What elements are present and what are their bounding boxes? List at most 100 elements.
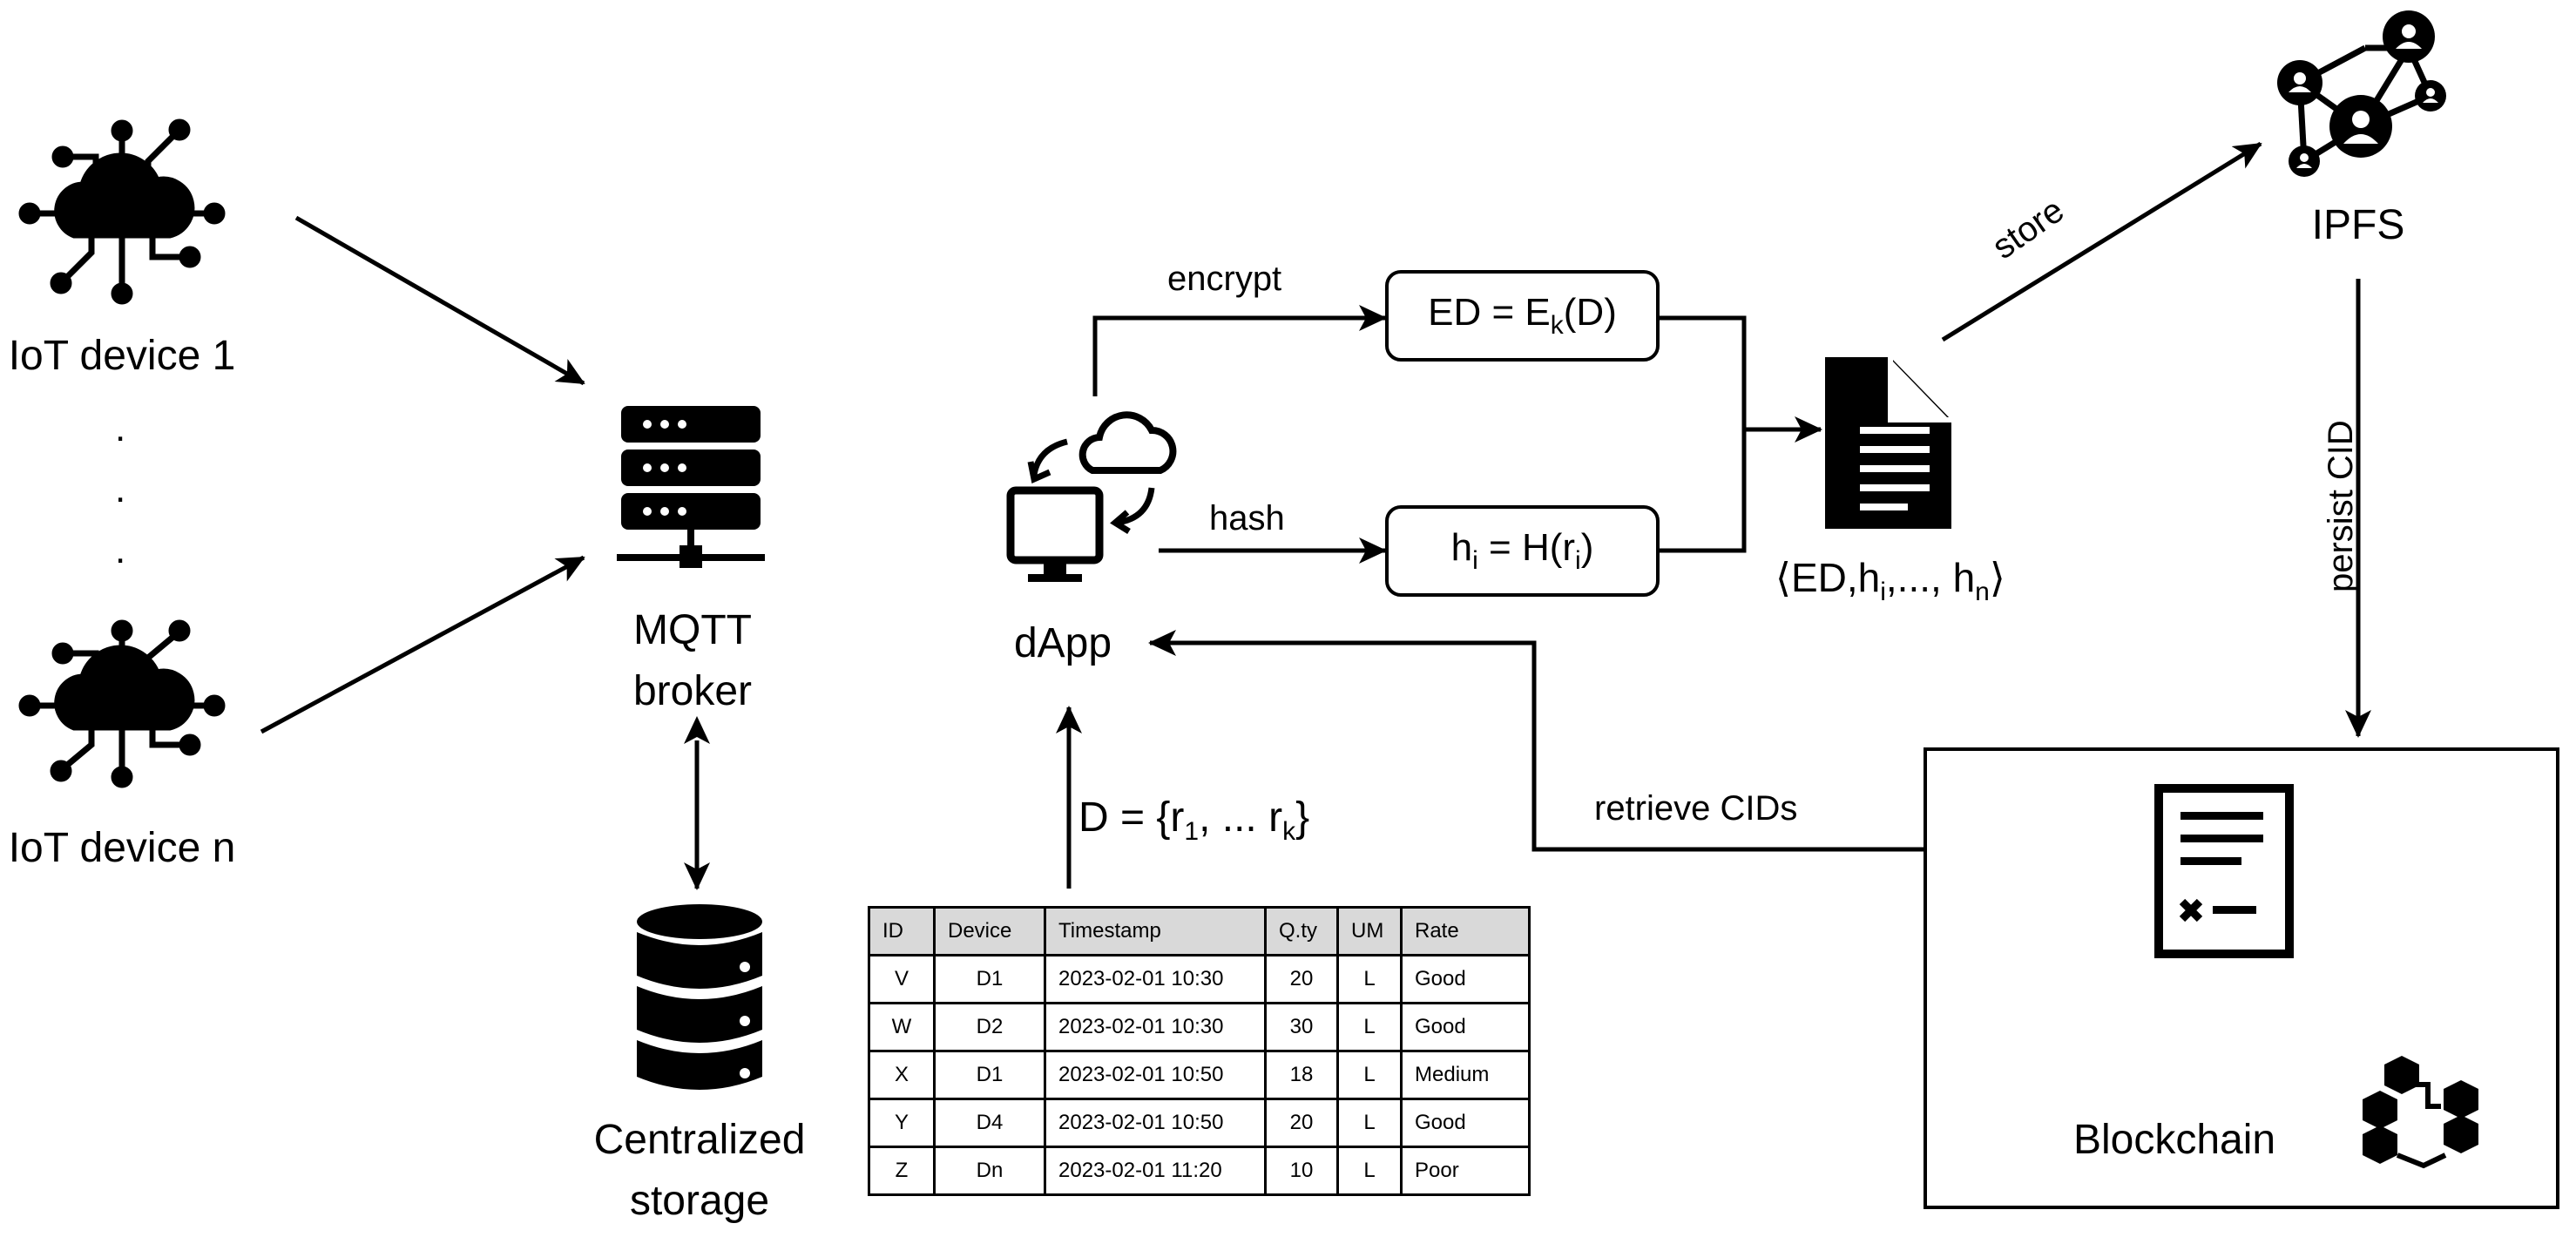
h-sub: i bbox=[1472, 546, 1478, 575]
cell-device: D4 bbox=[933, 1098, 1046, 1148]
blockchain-frame bbox=[1924, 747, 2559, 1209]
ed-prefix: ED = E bbox=[1428, 291, 1551, 334]
connectors bbox=[260, 141, 2371, 890]
ed-sub: k bbox=[1550, 311, 1564, 340]
d-b: , ... r bbox=[1199, 794, 1283, 841]
cell-device: Dn bbox=[933, 1146, 1046, 1196]
cell-qty: 20 bbox=[1264, 954, 1339, 1004]
encrypt-label: encrypt bbox=[1167, 260, 1282, 298]
d-a: D = {r bbox=[1078, 794, 1185, 841]
ed-suffix: (D) bbox=[1563, 291, 1617, 334]
dataset-label: D = {r1, ... rk} bbox=[1078, 797, 1309, 845]
header-rate: Rate bbox=[1400, 906, 1531, 956]
tuple-c: ⟩ bbox=[1989, 555, 2005, 600]
h-mid: = H(r bbox=[1477, 526, 1576, 569]
table-row: Y D4 2023-02-01 10:50 20 L Good bbox=[868, 1098, 1531, 1148]
d-sub1: 1 bbox=[1184, 817, 1200, 846]
persist-cid-label: persist CID bbox=[2322, 420, 2360, 592]
ellipsis-dot-2: . bbox=[115, 468, 126, 510]
table-row: Z Dn 2023-02-01 11:20 10 L Poor bbox=[868, 1146, 1531, 1196]
h-prefix: h bbox=[1450, 526, 1473, 569]
document-icon bbox=[1825, 357, 1951, 529]
ed-formula: ED = Ek(D) bbox=[1428, 291, 1617, 341]
cell-rate: Good bbox=[1400, 954, 1531, 1004]
database-icon bbox=[637, 904, 762, 1090]
network-icon bbox=[2277, 10, 2446, 177]
cell-um: L bbox=[1336, 1098, 1403, 1148]
tuple-b: ,..., h bbox=[1885, 555, 1976, 600]
cell-timestamp: 2023-02-01 10:50 bbox=[1044, 1098, 1267, 1148]
header-device: Device bbox=[933, 906, 1046, 956]
broker-label-line2: broker bbox=[632, 668, 753, 714]
d-sub2: k bbox=[1282, 817, 1296, 846]
ellipsis-dot-3: . bbox=[115, 529, 126, 571]
cell-um: L bbox=[1336, 1146, 1403, 1196]
cell-id: W bbox=[868, 1002, 936, 1052]
ipfs-label: IPFS bbox=[2311, 202, 2405, 248]
cell-timestamp: 2023-02-01 10:50 bbox=[1044, 1050, 1267, 1100]
tuple-sub1: i bbox=[1880, 578, 1886, 606]
cell-timestamp: 2023-02-01 11:20 bbox=[1044, 1146, 1267, 1196]
storage-label-line2: storage bbox=[629, 1178, 770, 1224]
cell-rate: Good bbox=[1400, 1002, 1531, 1052]
table-row: X D1 2023-02-01 10:50 18 L Medium bbox=[868, 1050, 1531, 1100]
server-icon bbox=[617, 406, 765, 568]
header-id: ID bbox=[868, 906, 936, 956]
cell-qty: 18 bbox=[1264, 1050, 1339, 1100]
h-suffix: ) bbox=[1580, 526, 1594, 569]
cell-device: D1 bbox=[933, 954, 1046, 1004]
iot-cloud-icon-1 bbox=[18, 118, 226, 305]
dapp-icon bbox=[1006, 411, 1177, 582]
cell-rate: Poor bbox=[1400, 1146, 1531, 1196]
cell-um: L bbox=[1336, 1050, 1403, 1100]
cell-timestamp: 2023-02-01 10:30 bbox=[1044, 954, 1267, 1004]
cell-id: Z bbox=[868, 1146, 936, 1196]
tuple-label: ⟨ED,hi,..., hn⟩ bbox=[1775, 558, 2005, 605]
cell-id: V bbox=[868, 954, 936, 1004]
cell-timestamp: 2023-02-01 10:30 bbox=[1044, 1002, 1267, 1052]
cell-um: L bbox=[1336, 954, 1403, 1004]
arrow-iotn-to-broker bbox=[260, 555, 585, 734]
hash-label: hash bbox=[1209, 499, 1285, 537]
cell-um: L bbox=[1336, 1002, 1403, 1052]
cell-id: X bbox=[868, 1050, 936, 1100]
hash-box: hi = H(ri) bbox=[1385, 505, 1660, 597]
d-c: } bbox=[1295, 794, 1310, 841]
dapp-label: dApp bbox=[1013, 620, 1112, 666]
broker-label-line1: MQTT bbox=[633, 607, 752, 653]
blockchain-label: Blockchain bbox=[2072, 1117, 2276, 1163]
merge-lines bbox=[1660, 315, 1747, 553]
iot-device-1-label: IoT device 1 bbox=[8, 333, 236, 379]
iot-cloud-icon-n bbox=[18, 619, 226, 788]
encrypted-data-box: ED = Ek(D) bbox=[1385, 270, 1660, 362]
h-sub2: i bbox=[1575, 546, 1581, 575]
cell-rate: Medium bbox=[1400, 1050, 1531, 1100]
records-table: ID Device Timestamp Q.ty UM Rate V D1 20… bbox=[868, 906, 1531, 1196]
table-row: W D2 2023-02-01 10:30 30 L Good bbox=[868, 1002, 1531, 1052]
tuple-sub2: n bbox=[1975, 578, 1990, 606]
table-header-row: ID Device Timestamp Q.ty UM Rate bbox=[868, 906, 1531, 956]
cell-device: D2 bbox=[933, 1002, 1046, 1052]
cell-id: Y bbox=[868, 1098, 936, 1148]
arrow-retrieve bbox=[1148, 630, 1924, 852]
cell-qty: 10 bbox=[1264, 1146, 1339, 1196]
arrow-encrypt bbox=[1092, 305, 1387, 396]
cell-device: D1 bbox=[933, 1050, 1046, 1100]
header-timestamp: Timestamp bbox=[1044, 906, 1267, 956]
cell-qty: 30 bbox=[1264, 1002, 1339, 1052]
header-qty: Q.ty bbox=[1264, 906, 1339, 956]
arrow-iot1-to-broker bbox=[294, 215, 585, 386]
retrieve-cids-label: retrieve CIDs bbox=[1594, 789, 1798, 828]
cell-rate: Good bbox=[1400, 1098, 1531, 1148]
arrow-store bbox=[1941, 141, 2262, 342]
contract-icon bbox=[2154, 784, 2294, 958]
header-um: UM bbox=[1336, 906, 1403, 956]
tuple-a: ⟨ED,h bbox=[1775, 555, 1881, 600]
ellipsis-dot-1: . bbox=[115, 407, 126, 450]
cell-qty: 20 bbox=[1264, 1098, 1339, 1148]
storage-label-line1: Centralized bbox=[593, 1117, 806, 1163]
blockchain-icon bbox=[2363, 1056, 2478, 1169]
table-row: V D1 2023-02-01 10:30 20 L Good bbox=[868, 954, 1531, 1004]
hash-formula: hi = H(ri) bbox=[1451, 526, 1594, 576]
